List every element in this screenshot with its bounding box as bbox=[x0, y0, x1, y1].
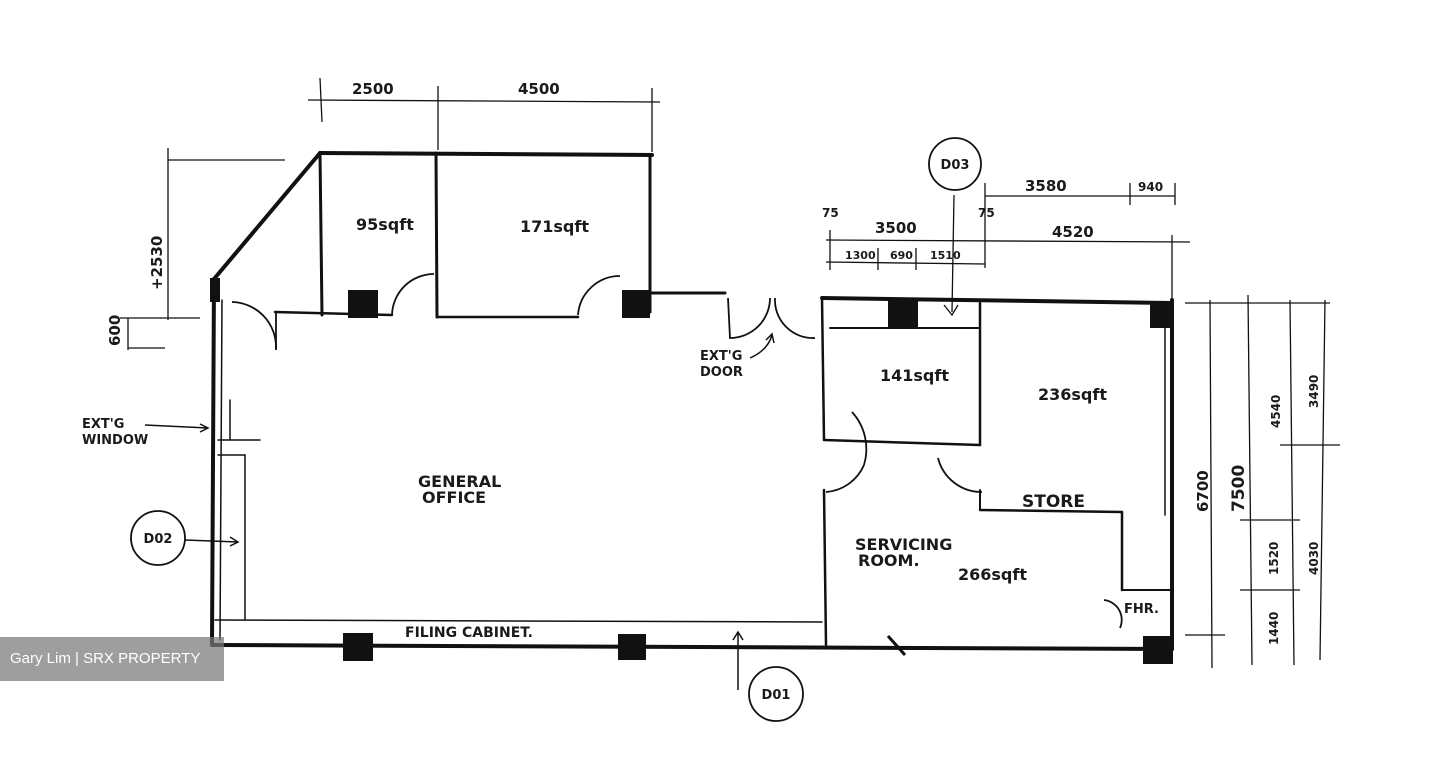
servicing-room-area: 266sqft bbox=[958, 565, 1027, 584]
dim-4500: 4500 bbox=[518, 80, 560, 98]
general-office-line1: GENERAL bbox=[418, 472, 501, 491]
dim-7500: 7500 bbox=[1229, 465, 1249, 512]
dim-2500: 2500 bbox=[352, 80, 394, 98]
dim-1520: 1520 bbox=[1267, 542, 1281, 575]
dim-3500: 3500 bbox=[875, 219, 917, 237]
room-labels: 95sqft 171sqft 141sqft 236sqft GENERAL O… bbox=[356, 215, 1159, 641]
dim-6700: 6700 bbox=[1194, 470, 1212, 512]
dimension-labels: 2500 4500 +2530 600 3580 940 75 3500 75 … bbox=[106, 80, 1321, 645]
room-141sqft: 141sqft bbox=[880, 366, 949, 385]
watermark-banner: Gary Lim | SRX PROPERTY bbox=[0, 637, 224, 681]
dim-75-left: 75 bbox=[822, 206, 839, 220]
marker-d01: D01 bbox=[762, 688, 791, 703]
store-label: STORE bbox=[1022, 492, 1085, 512]
filing-cabinet-label: FILING CABINET. bbox=[405, 625, 533, 641]
annotation-labels: EXT'G DOOR EXT'G WINDOW bbox=[82, 349, 743, 448]
dim-940: 940 bbox=[1138, 180, 1163, 194]
existing-door-line1: EXT'G bbox=[700, 349, 742, 364]
dim-4520: 4520 bbox=[1052, 223, 1094, 241]
existing-window-line2: WINDOW bbox=[82, 433, 148, 448]
general-office-line2: OFFICE bbox=[422, 488, 486, 507]
dim-600: 600 bbox=[106, 315, 124, 346]
marker-labels: D03 D02 D01 bbox=[144, 158, 970, 703]
marker-d02: D02 bbox=[144, 532, 173, 547]
dim-3490: 3490 bbox=[1307, 375, 1321, 408]
existing-door-line2: DOOR bbox=[700, 365, 743, 380]
existing-window-line1: EXT'G bbox=[82, 417, 124, 432]
dim-1300: 1300 bbox=[845, 249, 876, 262]
dim-2530: +2530 bbox=[148, 236, 166, 290]
door-markers bbox=[130, 137, 982, 722]
servicing-room-line1: SERVICING bbox=[855, 535, 952, 554]
pointer-arrows bbox=[144, 332, 907, 690]
fhr-label: FHR. bbox=[1124, 602, 1159, 617]
marker-d03: D03 bbox=[941, 158, 970, 173]
dim-1510: 1510 bbox=[930, 249, 961, 262]
dim-4030: 4030 bbox=[1307, 542, 1321, 575]
dim-3580: 3580 bbox=[1025, 177, 1067, 195]
dim-1440: 1440 bbox=[1267, 612, 1281, 645]
door-swings bbox=[231, 273, 1123, 629]
dim-75-right: 75 bbox=[978, 206, 995, 220]
dim-690: 690 bbox=[890, 249, 913, 262]
dimension-lines bbox=[120, 77, 1340, 669]
servicing-room-line2: ROOM. bbox=[858, 551, 920, 570]
room-95sqft: 95sqft bbox=[356, 215, 414, 234]
columns bbox=[210, 278, 1173, 664]
room-236sqft: 236sqft bbox=[1038, 385, 1107, 404]
dim-4540: 4540 bbox=[1269, 395, 1283, 428]
room-171sqft: 171sqft bbox=[520, 217, 589, 236]
